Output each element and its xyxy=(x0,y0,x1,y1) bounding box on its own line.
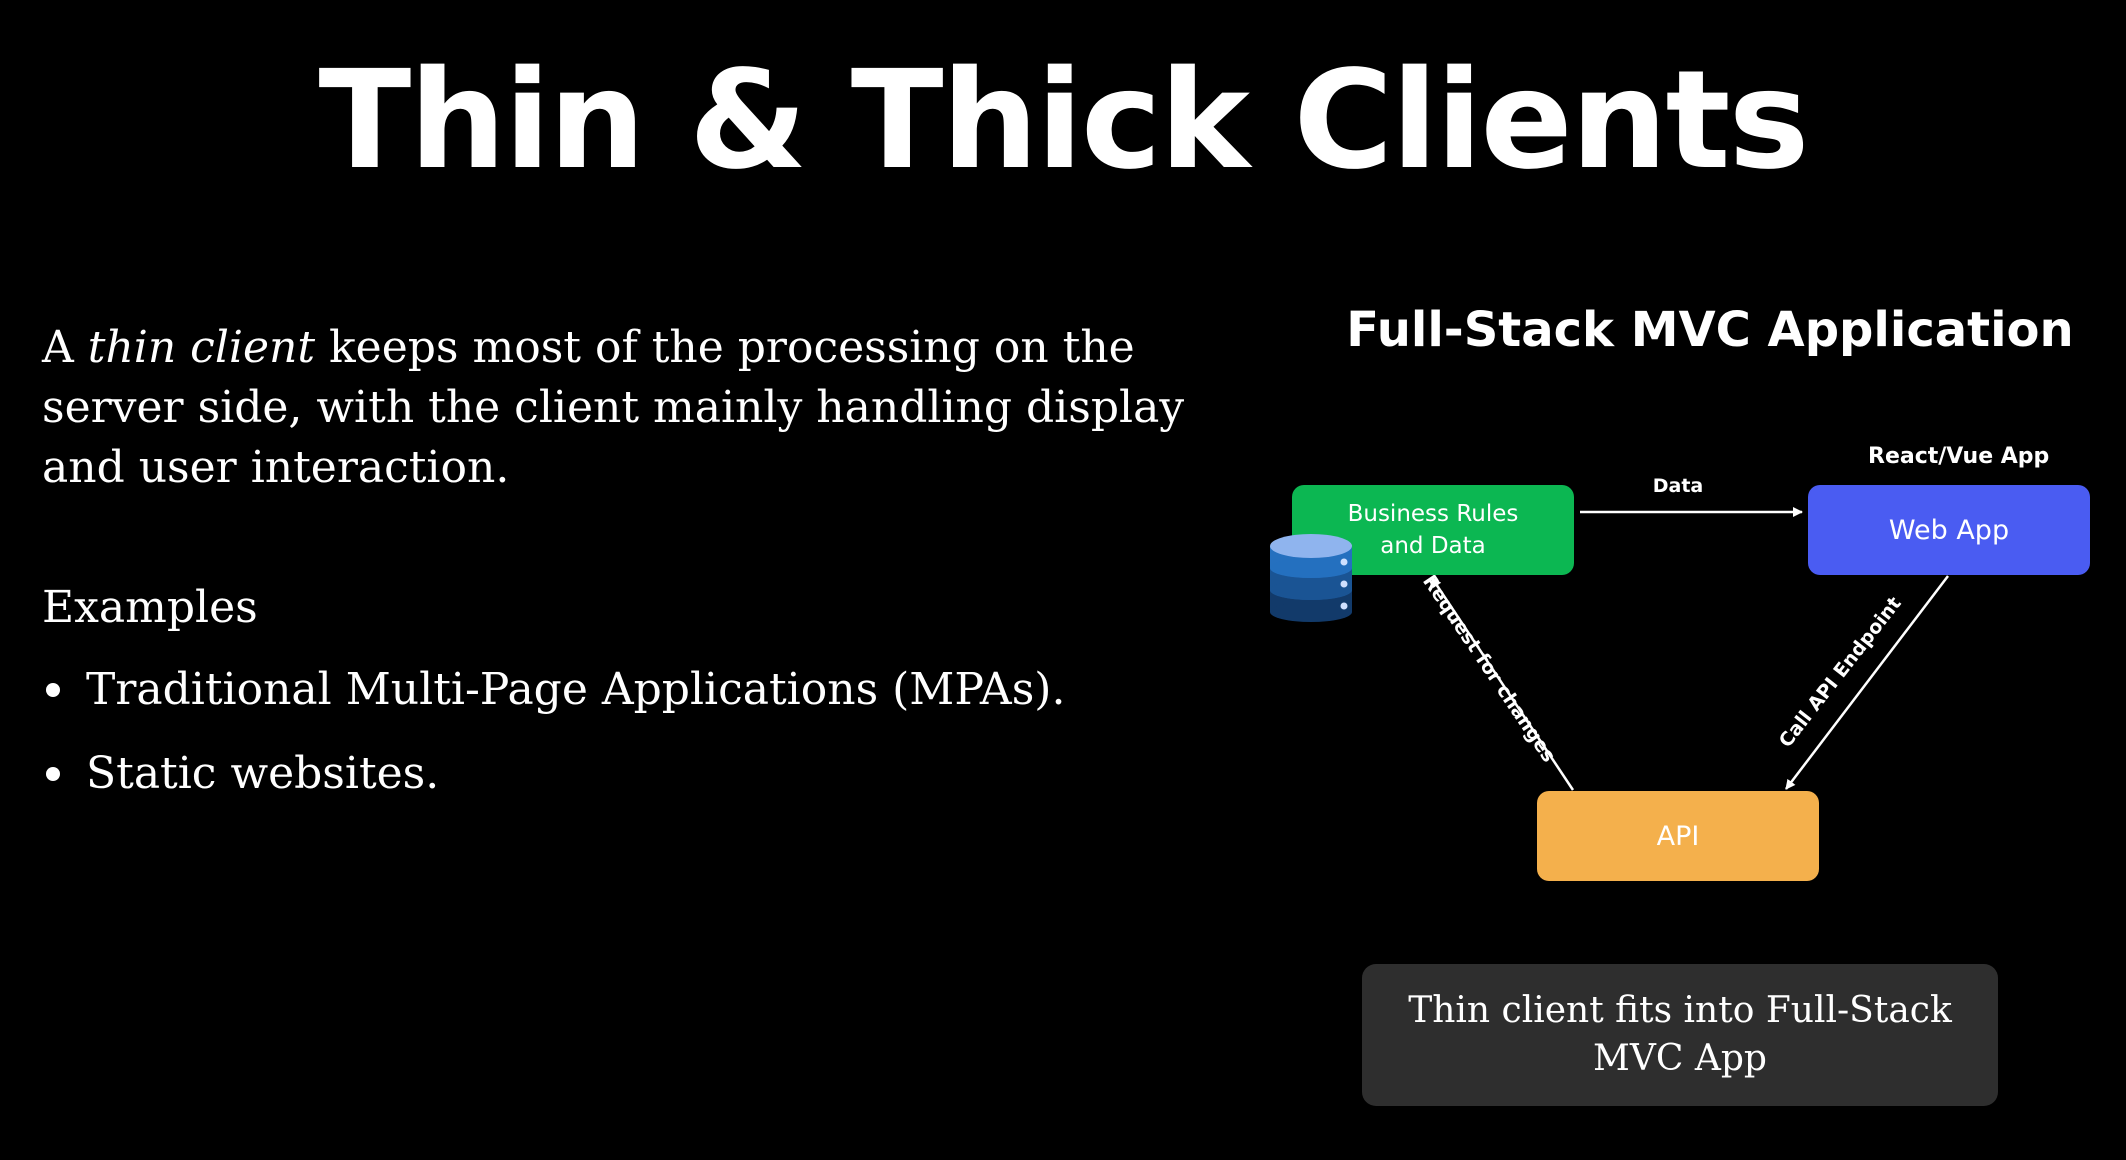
example-text: Traditional Multi-Page Applications (MPA… xyxy=(86,664,1066,715)
intro-paragraph: A thin client keeps most of the processi… xyxy=(42,318,1202,498)
data-edge-label: Data xyxy=(1653,475,1704,497)
bullet-icon xyxy=(46,767,60,781)
note-line2: MVC App xyxy=(1593,1038,1767,1079)
request-edge xyxy=(1430,577,1575,791)
intro-prefix: A xyxy=(42,322,88,373)
database-icon xyxy=(1270,534,1352,622)
intro-term: thin client xyxy=(87,322,316,373)
note-box: Thin client fits into Full-Stack MVC App xyxy=(1362,964,1998,1106)
request-edge-label: Request for changes xyxy=(1418,571,1560,766)
business-node-line1: Business Rules xyxy=(1347,501,1519,527)
examples-list: Traditional Multi-Page Applications (MPA… xyxy=(42,660,1202,804)
list-item: Static websites. xyxy=(42,744,1202,804)
web-app-node: Web App xyxy=(1808,485,2090,575)
slide-title: Thin & Thick Clients xyxy=(318,42,1809,200)
example-text: Static websites. xyxy=(86,748,440,799)
intro-rest: keeps most of the processing on the serv… xyxy=(42,322,1185,493)
business-node-line2: and Data xyxy=(1380,533,1486,559)
diagram-title: Full-Stack MVC Application xyxy=(1346,302,2074,358)
bullet-icon xyxy=(46,683,60,697)
webapp-caption: React/Vue App xyxy=(1868,444,2050,469)
list-item: Traditional Multi-Page Applications (MPA… xyxy=(42,660,1202,720)
api-node: API xyxy=(1537,791,1819,881)
note-line1: Thin client fits into Full-Stack xyxy=(1408,990,1952,1031)
call-api-edge-label: Call API Endpoint xyxy=(1775,593,1906,752)
examples-label: Examples xyxy=(42,582,258,633)
call-api-edge xyxy=(1785,575,1949,790)
left-column: A thin client keeps most of the processi… xyxy=(42,318,1202,828)
